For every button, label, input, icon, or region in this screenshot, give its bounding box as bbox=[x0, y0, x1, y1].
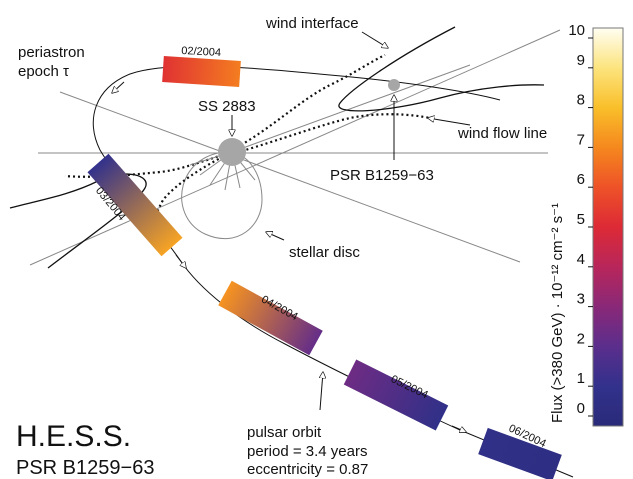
color-bar-tick-label: 1 bbox=[577, 370, 585, 387]
stellar-disc-ellipse bbox=[181, 151, 263, 240]
pulsar-orbit-label: pulsar orbit bbox=[247, 424, 322, 441]
wind-flow-line-lower bbox=[231, 113, 431, 156]
wind-flow-line-upper bbox=[231, 54, 386, 151]
wind-interface-label: wind interface bbox=[265, 15, 359, 32]
orbit-arrow-late bbox=[451, 425, 466, 432]
orbit-arrows bbox=[112, 81, 466, 432]
color-bar-ticks: 0 1 2 3 4 5 6 7 8 9 10 bbox=[568, 22, 593, 417]
epoch-label: 02/2004 bbox=[181, 45, 221, 59]
orbit-arrow-early bbox=[175, 254, 186, 268]
line-of-sight-line bbox=[29, 29, 561, 266]
epoch-band bbox=[218, 280, 323, 356]
epoch-band bbox=[162, 56, 241, 87]
stellar-disc-label: stellar disc bbox=[289, 244, 360, 261]
color-bar-tick-label: 10 bbox=[568, 22, 585, 39]
experiment-label: H.E.S.S. bbox=[16, 420, 131, 453]
eccentricity-label: eccentricity = 0.87 bbox=[247, 461, 368, 478]
pulsar-direction-line bbox=[231, 64, 471, 153]
wind-interface-curve-left bbox=[9, 173, 147, 269]
color-bar-tick-label: 3 bbox=[577, 291, 585, 308]
periastron-axis-line bbox=[59, 91, 521, 263]
color-bar: 0 1 2 3 4 5 6 7 8 9 10 Flux (>380 GeV) · 10⁻¹² cm⁻… bbox=[549, 22, 624, 427]
color-bar-tick-label: 6 bbox=[577, 171, 585, 188]
wind-flow-leader bbox=[428, 118, 471, 126]
pulsar-orbit-path bbox=[92, 65, 574, 478]
wind-interface-leader bbox=[361, 31, 388, 48]
orbit-arrow-periastron bbox=[112, 81, 125, 93]
color-bar-title: Flux (>380 GeV) · 10⁻¹² cm⁻² s⁻¹ bbox=[549, 203, 566, 423]
annotation-leaders bbox=[232, 31, 471, 411]
star-name-label: SS 2883 bbox=[198, 98, 256, 115]
color-bar-tick-label: 8 bbox=[577, 92, 585, 109]
epoch-band bbox=[343, 359, 449, 431]
pulsar-dot bbox=[388, 79, 400, 91]
pulsar-orbit-leader bbox=[320, 372, 323, 411]
epoch-band bbox=[478, 427, 562, 479]
color-bar-tick-label: 0 bbox=[577, 400, 585, 417]
wind-interface-curve-right bbox=[338, 26, 545, 112]
period-label: period = 3.4 years bbox=[247, 443, 368, 460]
periastron-label: periastron bbox=[18, 44, 85, 61]
color-bar-tick-label: 7 bbox=[577, 131, 585, 148]
reference-lines bbox=[29, 29, 561, 266]
color-bar-tick-label: 2 bbox=[577, 330, 585, 347]
epoch-band bbox=[87, 153, 183, 257]
stellar-disc-leader bbox=[266, 232, 285, 241]
source-label: PSR B1259−63 bbox=[16, 457, 154, 479]
color-bar-gradient bbox=[592, 27, 624, 427]
color-bar-tick-label: 4 bbox=[577, 251, 585, 268]
wind-flow-line-label: wind flow line bbox=[457, 125, 547, 142]
color-bar-tick-label: 5 bbox=[577, 211, 585, 228]
periastron-epoch-label: epoch τ bbox=[18, 63, 69, 80]
pulsar-name-label: PSR B1259−63 bbox=[330, 167, 434, 184]
star-ss2883 bbox=[218, 138, 246, 166]
color-bar-tick-label: 9 bbox=[577, 52, 585, 69]
